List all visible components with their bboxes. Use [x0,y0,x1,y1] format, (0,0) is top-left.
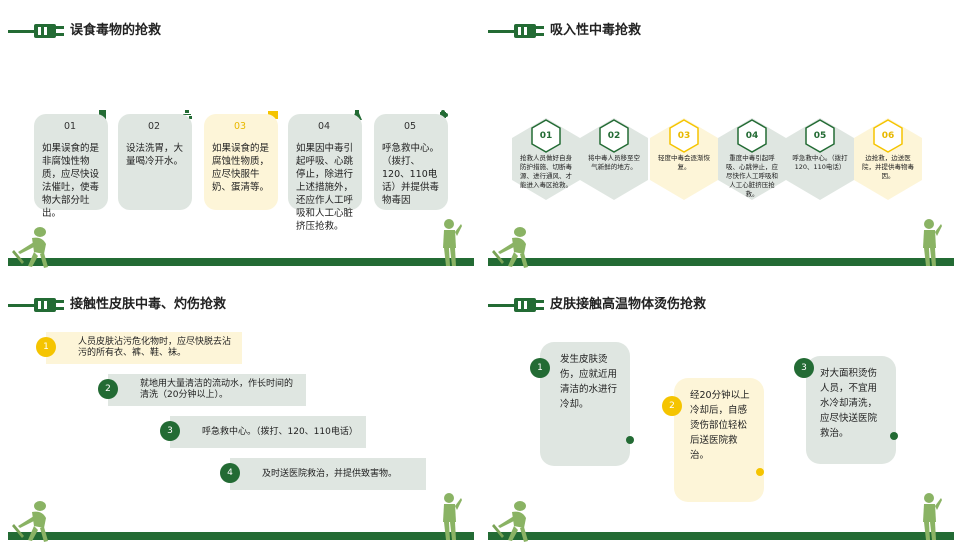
ground-bar [8,258,474,266]
plug-icon [8,296,66,314]
person-figure [440,492,462,542]
person-figure [920,492,942,542]
step-number: 1 [530,358,550,378]
ground-bar [8,532,474,540]
panel-title: 接触性皮肤中毒、灼伤抢救 [70,297,227,312]
person-figure [440,218,462,268]
hexagon-text: 呼急救中心。（拨打120、110电话） [792,154,848,171]
hexagon-number: 01 [539,131,553,141]
dot-marker [890,432,898,440]
hexagon-text: 抢救人员做好自身防护措施、切断毒源、进行通风、才能进入毒区抢救。 [520,154,572,189]
panel-inhalation-poisoning: 吸入性中毒抢救 01 抢救人员做好自身防护措施、切断毒源、进行通风、才能进入毒区抢… [480,0,960,274]
hexagon-card [512,118,580,200]
hexagon-card [854,118,922,200]
step-number: 3 [794,358,814,378]
image-icon [268,111,278,119]
hexagon-text: 将中毒人员移至空气新鲜的地方。 [588,154,640,171]
hexagon-number: 03 [677,131,691,141]
ground-bar [488,532,954,540]
dot-marker [626,436,634,444]
step-card: 对大面积烫伤人员，不宜用水冷却清洗，应尽快送医院救治。 [806,356,896,464]
hexagon-card [580,118,648,200]
panel-burn-first-aid: 皮肤接触高温物体烫伤抢救 发生皮肤烫伤，应就近用清洁的水进行冷却。 1 经20分… [480,274,960,548]
step-card: 经20分钟以上冷却后，自感烫伤部位轻松后送医院救治。 [674,378,764,502]
hexagon-text: 轻度中毒会逐渐恢复。 [658,154,710,171]
hexagon-text: 边抢救，边送医院，并提供毒物毒因。 [862,154,914,180]
panel-title: 吸入性中毒抢救 [550,23,642,38]
plug-icon [488,296,546,314]
puzzle-icon [440,110,448,118]
worker-figure [490,500,542,544]
hexagon-number: 05 [813,131,827,141]
hexagon-number: 02 [607,131,621,141]
plug-icon [488,22,546,40]
step-card: 发生皮肤烫伤，应就近用清洁的水进行冷却。 [540,342,630,466]
worker-figure [490,226,542,270]
step-number: 2 [662,396,682,416]
hexagon-number: 06 [881,131,895,141]
hexagon-text: 重度中毒引起呼吸、心跳停止，应尽快作人工呼吸和人工心脏挤压抢救。 [726,154,778,198]
ground-bar [488,258,954,266]
dot-marker [756,468,764,476]
hexagon-card [650,118,718,200]
person-figure [920,218,942,268]
worker-figure [10,226,62,270]
worker-figure [10,500,62,544]
hexagon-card [786,118,854,200]
plug-icon [8,22,66,40]
panel-title: 皮肤接触高温物体烫伤抢救 [550,297,707,312]
hexagon-number: 04 [745,131,759,141]
panel-title: 误食毒物的抢救 [70,23,162,38]
hexagon-card [718,118,786,200]
